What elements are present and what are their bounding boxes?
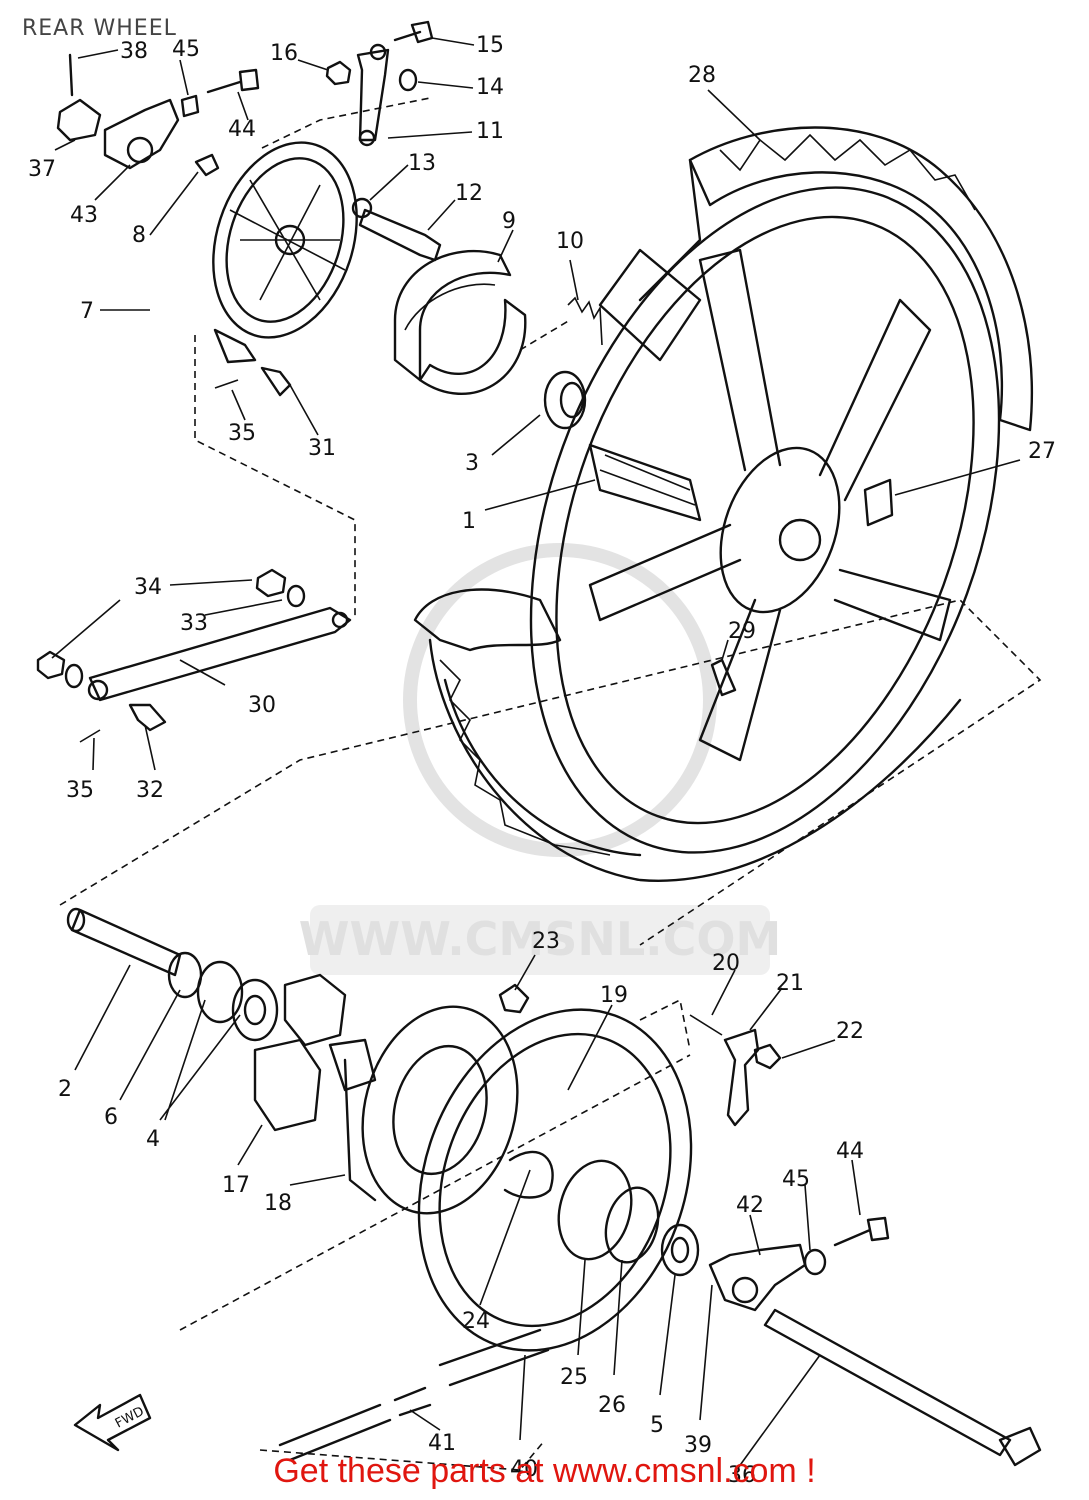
callout-36: 36 <box>728 1463 756 1488</box>
callout-9: 9 <box>502 209 516 234</box>
seal-clip-25-26-5 <box>557 1159 700 1277</box>
callout-1: 1 <box>462 509 476 534</box>
callout-37: 37 <box>28 157 56 182</box>
callout-labels: 38 45 16 15 14 11 44 37 43 13 12 28 9 10… <box>28 33 1056 1488</box>
sprocket-19 <box>417 1008 693 1352</box>
callout-29: 29 <box>728 619 756 644</box>
dampers-17 <box>253 973 377 1132</box>
torque-rod-30 <box>36 568 352 743</box>
leader-lines <box>51 37 1021 1469</box>
watermark-text: WWW.CMSNL.COM <box>299 912 782 966</box>
callout-44: 44 <box>228 117 256 142</box>
callout-45b: 45 <box>782 1167 810 1192</box>
washer-14 <box>398 68 418 92</box>
fwd-arrow: FWD <box>73 1393 152 1452</box>
camshaft <box>351 197 442 262</box>
callout-14: 14 <box>476 75 504 100</box>
callout-42: 42 <box>736 1193 764 1218</box>
callout-4: 4 <box>146 1127 160 1152</box>
tire-28 <box>413 126 1034 882</box>
callout-13: 13 <box>408 151 436 176</box>
callout-26: 26 <box>598 1393 626 1418</box>
callout-34: 34 <box>134 575 162 600</box>
footer-promo[interactable]: Get these parts at www.cmsnl.com ! <box>273 1452 816 1490</box>
callout-40: 40 <box>510 1457 538 1482</box>
callout-31: 31 <box>308 436 336 461</box>
grease-nipple-8 <box>194 153 220 177</box>
callout-2: 2 <box>58 1077 72 1102</box>
callout-44b: 44 <box>836 1139 864 1164</box>
callout-3: 3 <box>465 451 479 476</box>
callout-35b: 35 <box>66 778 94 803</box>
nut-16 <box>325 60 352 86</box>
watermark: WWW.CMSNL.COM <box>299 543 782 975</box>
callout-15: 15 <box>476 33 504 58</box>
callout-11: 11 <box>476 119 504 144</box>
callout-22: 22 <box>836 1019 864 1044</box>
callout-23: 23 <box>532 929 560 954</box>
axle-2 <box>66 907 182 977</box>
callout-21: 21 <box>776 971 804 996</box>
callout-39: 39 <box>684 1433 712 1458</box>
damper-27 <box>863 478 894 527</box>
callout-24: 24 <box>462 1309 490 1334</box>
chain-41-40 <box>278 1328 550 1462</box>
callout-27: 27 <box>1028 439 1056 464</box>
dashed-guide-lines <box>59 97 1042 1471</box>
bearing-3 <box>543 370 587 430</box>
callout-32: 32 <box>136 778 164 803</box>
callout-6: 6 <box>104 1105 118 1130</box>
callout-20: 20 <box>712 951 740 976</box>
valve-29 <box>710 658 737 697</box>
callout-17: 17 <box>222 1173 250 1198</box>
callout-16: 16 <box>270 41 298 66</box>
pin-31-35 <box>214 366 292 397</box>
callout-35a: 35 <box>228 421 256 446</box>
callout-30: 30 <box>248 693 276 718</box>
callout-28: 28 <box>688 63 716 88</box>
callout-43: 43 <box>70 203 98 228</box>
axle-36 <box>763 1308 1042 1467</box>
callout-41: 41 <box>428 1431 456 1456</box>
brake-shoes <box>393 249 527 395</box>
brake-spring <box>567 296 603 346</box>
callout-33: 33 <box>180 611 208 636</box>
callout-5: 5 <box>650 1413 664 1438</box>
callout-18: 18 <box>264 1191 292 1216</box>
adjuster-37-43 <box>56 53 260 170</box>
callout-45: 45 <box>172 37 200 62</box>
callout-19: 19 <box>600 983 628 1008</box>
page-title: REAR WHEEL <box>22 16 177 41</box>
bolt-15 <box>393 20 434 44</box>
callout-8: 8 <box>132 223 146 248</box>
callout-38: 38 <box>120 39 148 64</box>
rear-wheel-rim <box>529 186 1001 854</box>
chain-puller-20-21-22 <box>689 1014 782 1127</box>
callout-10: 10 <box>556 229 584 254</box>
camshaft-lever <box>356 43 390 147</box>
sprocket-hub-vanes <box>588 443 702 522</box>
callout-12: 12 <box>455 181 483 206</box>
brake-panel <box>212 141 358 364</box>
collar-bearings-6-4 <box>167 951 279 1042</box>
callout-25: 25 <box>560 1365 588 1390</box>
adjuster-42-45-44 <box>708 1216 890 1312</box>
callout-7: 7 <box>80 299 94 324</box>
fitting-23 <box>498 983 530 1014</box>
